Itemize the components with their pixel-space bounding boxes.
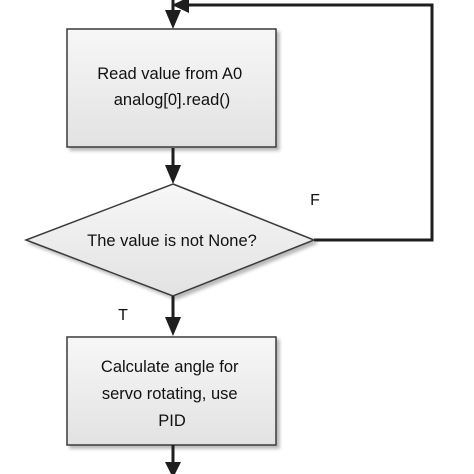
calc-box-line-2: servo rotating, use (102, 385, 238, 403)
read-box-line-1: Read value from A0 (97, 65, 242, 83)
calculate-angle-box (66, 336, 277, 446)
false-branch-label: F (310, 192, 320, 209)
read-value-box (66, 28, 277, 148)
read-box-line-2: analog[0].read() (114, 91, 231, 109)
arrowhead-decision-to-calc (165, 317, 181, 336)
arrowhead-read-to-decision (165, 165, 181, 184)
true-branch-label: T (118, 307, 128, 324)
arrowhead-false-loop (172, 0, 189, 13)
arrowhead-top-in (165, 10, 181, 29)
svg-text:Calculate angle for servo: Calculate angle for servo rotating, use … (101, 358, 243, 430)
calc-box-line-3: PID (158, 412, 186, 430)
calc-box-line-1: Calculate angle for (101, 358, 239, 376)
connector-false-loop (189, 3, 434, 242)
arrowhead-bottom-out (165, 462, 181, 474)
svg-text:Read value from A0 analog[: Read value from A0 analog[0].read() (97, 65, 247, 109)
decision-question-text: The value is not None? (87, 232, 257, 250)
